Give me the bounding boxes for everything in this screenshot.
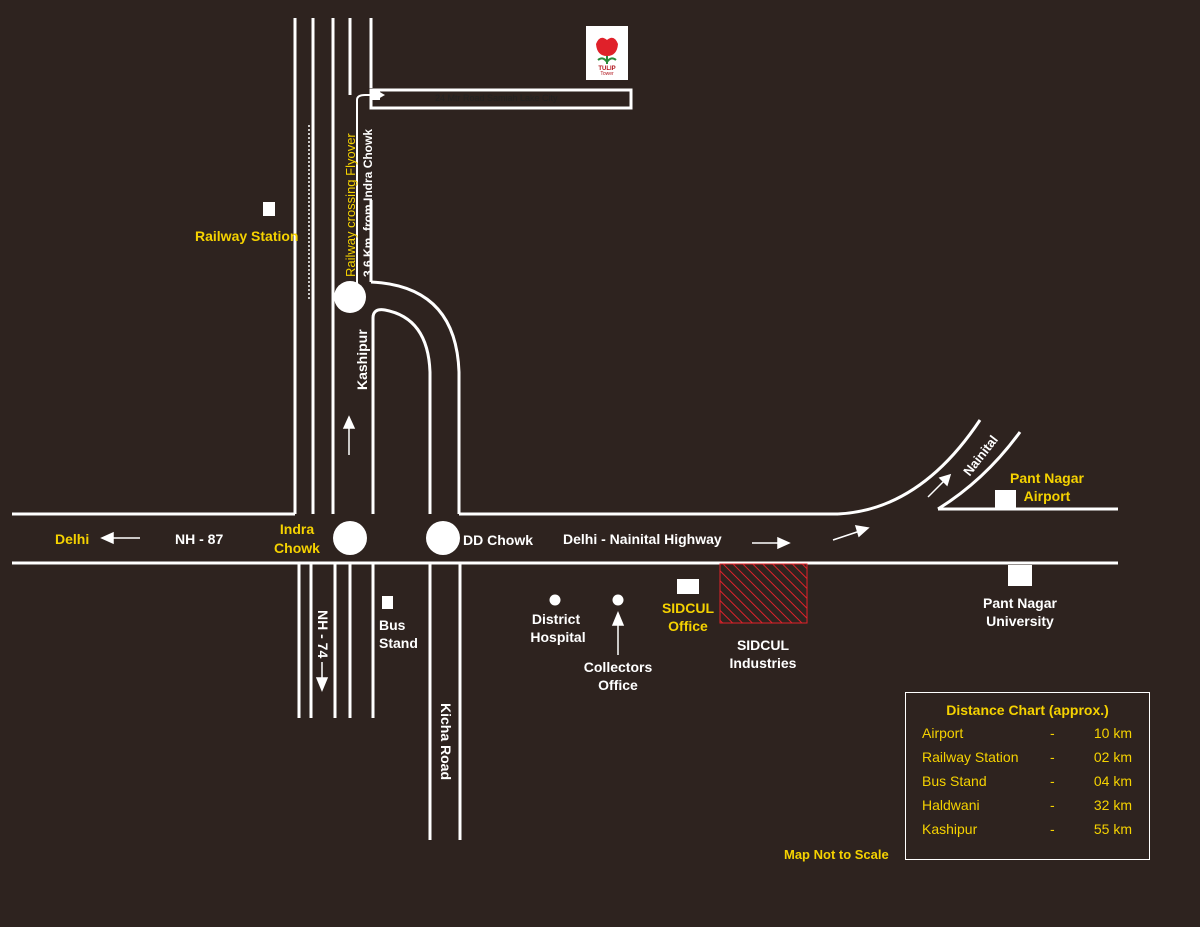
distance-chart: Distance Chart (approx.) Airport - 10 km… [905,692,1150,860]
distance-row: Airport - 10 km [922,725,1132,743]
railway-station-label: Railway Station [195,228,299,244]
sidcul-industries-label-1: SIDCUL [736,637,790,653]
bus-stand-marker [382,596,393,609]
airport-marker [995,490,1016,508]
distance-row: Railway Station - 02 km [922,749,1132,767]
indra-chowk-label-1: Indra [279,521,315,537]
samiah-marker [370,91,380,100]
distance-separator: - [1050,749,1055,765]
nainital-arrow-icon [938,473,952,487]
university-label-2: University [986,613,1054,629]
south-arrow-icon [315,677,329,692]
bus-stand-label-2: Stand [379,635,418,651]
distance-value: 10 km [1093,725,1132,741]
nainital-road-edge [837,419,982,516]
sidcul-office-marker [677,579,699,594]
sidcul-office-label-2: Office [668,618,708,634]
collectors-office-label-2: Office [598,677,638,693]
district-hospital-marker [549,594,561,606]
distance-place: Bus Stand [922,773,987,789]
distance-row: Haldwani - 32 km [922,797,1132,815]
distance-separator: - [1050,797,1055,813]
sidcul-industries-area [719,563,808,624]
scale-note: Map Not to Scale [784,847,889,862]
airport-label-2: Airport [1023,488,1071,504]
airport-label-1: Pant Nagar [1010,470,1084,486]
delhi-label: Delhi [55,531,90,547]
distance-place: Railway Station [922,749,1019,765]
nainital-arrow-line [927,480,945,498]
north-arrow-icon [342,415,356,429]
logo-subtitle: Tower [600,71,614,77]
highway-label: Delhi - Nainital Highway [563,531,722,547]
distance-place: Haldwani [922,797,980,813]
flyover-roundabout [334,281,366,313]
district-hospital-label-2: Hospital [530,629,586,645]
northeast-arrow-icon [854,525,870,538]
flyover-label: Railway crossing Flyover [343,133,358,277]
university-label-1: Pant Nagar [983,595,1057,611]
dd-chowk-label: DD Chowk [463,532,533,548]
distance-value: 02 km [1093,749,1132,765]
collectors-office-label-1: Collectors [583,659,653,675]
east-arrow-icon [777,536,791,550]
sidcul-industries-label-2: Industries [729,655,797,671]
distance-from-indra-label: 3.6 Km. from Indra Chowk [361,128,375,277]
distance-value: 04 km [1093,773,1132,789]
sidcul-office-label-1: SIDCUL [661,600,715,616]
northeast-arrow-line [832,530,861,541]
distance-separator: - [1050,725,1055,741]
bus-stand-label-1: Bus [379,617,406,633]
distance-chart-title: Distance Chart (approx.) [946,702,1109,718]
indra-chowk-label-2: Chowk [274,540,320,556]
tulip-logo [586,26,628,80]
nh74-label: NH - 74 [315,610,331,659]
kashipur-loop-inner [371,308,432,514]
kashipur-loop-outer [370,280,461,514]
indra-chowk-roundabout [333,521,367,555]
west-arrow-icon [100,531,114,545]
district-hospital-label-1: District [531,611,581,627]
distance-row: Bus Stand - 04 km [922,773,1132,791]
distance-value: 55 km [1093,821,1132,837]
distance-place: Airport [922,725,964,741]
railway-station-marker [263,202,275,216]
distance-place: Kashipur [922,821,978,837]
logo-name: TULIP [598,66,616,72]
nainital-road-edge [937,431,1022,511]
distance-separator: - [1050,821,1055,837]
kicha-road-label: Kicha Road [438,703,454,781]
collectors-office-marker [612,594,624,606]
dd-chowk-roundabout [426,521,460,555]
nh87-label: NH - 87 [175,531,224,547]
distance-value: 32 km [1093,797,1132,813]
distance-separator: - [1050,773,1055,789]
university-marker [1008,565,1032,586]
samiah-road-label: 24 Mtr Road Samiah Lake City [435,93,558,103]
route-path [356,94,378,305]
kashipur-road-label: Kashipur [354,329,370,390]
distance-row: Kashipur - 55 km [922,821,1132,839]
collectors-arrow-icon [611,611,625,626]
